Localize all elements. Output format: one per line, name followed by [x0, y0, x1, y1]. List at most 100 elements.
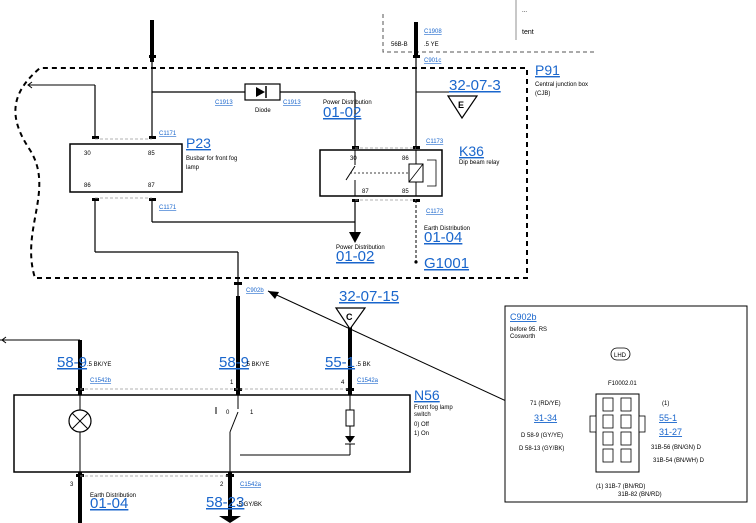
ground-ref-triangle — [446, 95, 479, 120]
cjb-code[interactable]: P91 — [535, 62, 560, 78]
connector-pins — [602, 397, 632, 463]
connector-face — [595, 393, 640, 473]
relay-conn-top[interactable]: C1173 — [426, 139, 444, 145]
c902b-connector[interactable]: C902b — [246, 288, 264, 294]
mid-wire-ref[interactable]: 58-9 — [219, 354, 249, 371]
power-dist-top-title: Power Distribution — [323, 100, 372, 106]
inset-ref-right-1[interactable]: 55-1 — [659, 413, 677, 423]
relay-pin-85: 85 — [402, 189, 409, 195]
busbar-pin-30: 30 — [84, 151, 91, 157]
inset-ref-right-2[interactable]: 31-27 — [659, 427, 682, 437]
c902b-callout-line — [267, 290, 518, 407]
diode-conn-right[interactable]: C1913 — [283, 100, 301, 106]
c902b-callout-arrow — [268, 291, 279, 299]
relay-suppressor — [427, 159, 437, 187]
pin-cavity — [620, 414, 632, 429]
earth-dist-ref[interactable]: 01-04 — [424, 229, 462, 246]
diode-label: Diode — [255, 108, 271, 114]
ign-ref-triangle — [334, 307, 367, 331]
inset-foot-2: 31B-82 (BN/RD) — [618, 492, 662, 498]
left-wire-ref[interactable]: 58-9 — [57, 354, 87, 371]
switch-state-off: 0) Off — [414, 422, 429, 428]
switch-pin-1: 1 — [230, 380, 234, 386]
busbar-box — [69, 143, 183, 193]
switch-state-on: 1) On — [414, 431, 429, 437]
pin-cavity — [620, 397, 632, 412]
relay-code[interactable]: K36 — [459, 143, 484, 159]
relay-pin-87: 87 — [362, 189, 369, 195]
cjb-boundary — [14, 67, 528, 279]
inset-badge-pill — [610, 347, 631, 361]
pin-cavity — [620, 431, 632, 446]
inset-badge: LHD — [614, 353, 627, 359]
bottom-wire-conn[interactable]: C1542a — [240, 482, 262, 488]
inset-title[interactable]: C902b — [510, 312, 537, 322]
top-wire-connector-bottom[interactable]: C901c — [424, 58, 441, 64]
switch-pin-3: 3 — [70, 482, 74, 488]
switch-pos-0: 0 — [226, 410, 230, 416]
inset-pin-mid-left: D 58-9 (GY/YE) — [521, 433, 563, 439]
cjb-name-2: (CJB) — [535, 91, 550, 97]
power-dist-top-ref[interactable]: 01-02 — [323, 104, 361, 121]
inset-sub2: Cosworth — [510, 334, 535, 340]
inset-pin-top-left: 71 (RD/YE) — [530, 401, 561, 407]
busbar-conn-top[interactable]: C1171 — [159, 131, 177, 137]
connector-mark — [76, 474, 84, 477]
earth-bottom-ref[interactable]: 01-04 — [90, 495, 128, 512]
indicator-resistor — [345, 409, 355, 427]
inset-pin-mid-right: 31B-56 (BN/GN) D — [651, 445, 702, 451]
right-wire-ref[interactable]: 55-1 — [325, 354, 355, 371]
top-partial-line2: tent — [522, 29, 534, 36]
inset-ref-left[interactable]: 31-34 — [534, 413, 557, 423]
top-partial-box — [382, 14, 596, 53]
power-dist-bottom-ref[interactable]: 01-02 — [336, 248, 374, 265]
top-wire-connector-top[interactable]: C1908 — [424, 29, 442, 35]
ground-ref-link[interactable]: 32-07-3 — [449, 77, 501, 94]
bottom-wire-arrow — [219, 516, 241, 523]
bottom-wire-ref[interactable]: 58-23 — [206, 494, 244, 511]
connector-key-right — [638, 415, 646, 433]
bottom-wire-spec: .5 GY/BK — [237, 502, 262, 508]
switch-code[interactable]: N56 — [414, 387, 440, 403]
switch-pin-4: 4 — [341, 380, 345, 386]
busbar-conn-bottom[interactable]: C1171 — [159, 205, 177, 211]
ign-ref-letter: C — [346, 312, 353, 322]
busbar-code[interactable]: P23 — [186, 135, 211, 151]
inset-pin-low-right: 31B-54 (BN/WH) D — [653, 458, 705, 464]
inset-pin-top-right: (1) — [662, 401, 669, 407]
inset-foot-1: (1) 31B-7 (BN/RD) — [596, 484, 645, 490]
busbar-name-2: lamp — [186, 165, 200, 171]
wire-left-branch-arrow — [1, 336, 7, 344]
connector-mark — [234, 388, 242, 391]
inset-part: F10002.01 — [608, 381, 637, 387]
connector-mark — [92, 136, 99, 139]
relay-conn-bottom[interactable]: C1173 — [426, 209, 444, 215]
left-wire-spec: .5 BK/YE — [87, 362, 111, 368]
right-wire-conn[interactable]: C1542a — [357, 378, 379, 384]
connector-mark — [413, 199, 420, 202]
connector-mark — [352, 146, 359, 149]
relay-name: Dip beam relay — [459, 160, 499, 166]
inset-sub1: before 95. RS — [510, 327, 547, 333]
ground-g1001[interactable]: G1001 — [424, 255, 469, 272]
diode-conn-left[interactable]: C1913 — [215, 100, 233, 106]
switch-name-1: Front fog lamp — [414, 405, 453, 411]
left-wire-conn[interactable]: C1542b — [90, 378, 112, 384]
connector-mark — [226, 474, 234, 477]
lamp-cross-b — [71, 412, 89, 430]
indicator-led-icon — [345, 436, 355, 443]
relay-pin-86: 86 — [402, 156, 409, 162]
power-dist-arrow — [349, 232, 361, 243]
ign-ref-link[interactable]: 32-07-15 — [339, 288, 399, 305]
pin-cavity — [602, 431, 614, 446]
switch-blade — [229, 411, 239, 433]
connector-mark — [149, 198, 156, 201]
relay-pin-30: 30 — [350, 156, 357, 162]
connector-mark — [234, 282, 242, 285]
power-dist-bottom-title: Power Distribution — [336, 245, 385, 251]
connector-mark — [413, 146, 420, 149]
inset-pin-low-left: D 58-13 (GY/BK) — [519, 446, 564, 452]
connector-mark — [76, 388, 84, 391]
earth-bottom-title: Earth Distribution — [90, 493, 136, 499]
